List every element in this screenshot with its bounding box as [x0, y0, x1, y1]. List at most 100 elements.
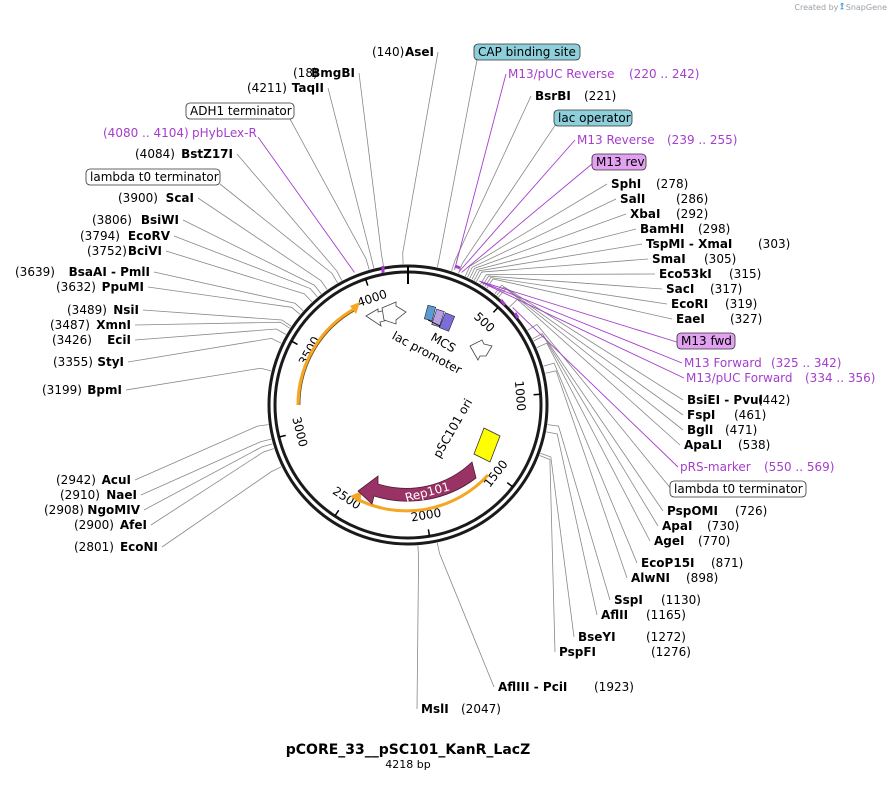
tick-mark [492, 306, 499, 313]
leader-line [358, 72, 384, 267]
site-position: (2942) [56, 473, 96, 487]
right-site: EcoRI (319) [671, 297, 757, 311]
leader-line [416, 545, 420, 710]
terminator-arc-arrowhead [350, 302, 360, 314]
site-name: TspMI - XmaI [646, 237, 732, 251]
site-position: (286) [676, 192, 708, 206]
primer-leader [257, 136, 355, 273]
site-name: SalI [620, 192, 645, 206]
site-position: (2900) [74, 518, 114, 532]
site-name: BsiWI [141, 213, 179, 227]
left-site: (4084)BstZ17I [135, 147, 233, 161]
site-name: ApaLI [684, 438, 722, 452]
primer-leader [454, 73, 507, 270]
primer-phyblex-r-name: pHybLex-R [192, 126, 257, 140]
leader-line [173, 235, 318, 298]
site-position: (140) [372, 45, 404, 59]
right-site: AflIII - PciI(1923) [498, 680, 634, 694]
site-name: BglI [687, 423, 713, 437]
left-site: (2908)NgoMIV [44, 503, 141, 517]
right-site: EaeI(327) [676, 312, 762, 326]
leader-line [496, 286, 684, 416]
leader-line [134, 328, 287, 341]
tick-mark [364, 278, 369, 286]
site-name: SmaI [652, 252, 686, 266]
right-site: PspFI(1276) [559, 645, 691, 659]
primer-prs-marker-name: pRS-marker [680, 460, 751, 474]
site-position: (305) [704, 252, 736, 266]
left-site: (3489)NsiI [67, 303, 139, 317]
site-position: (3632) [56, 280, 96, 294]
right-site: SspI(1130) [614, 593, 701, 607]
left-restriction-sites: (140)AseI(18)BmgBI(4211)TaqII(4084)BstZ1… [15, 45, 434, 554]
plasmid-name: pCORE_33__pSC101_KanR_LacZ [286, 742, 531, 758]
primer-leader [479, 280, 683, 364]
site-name: Eco53kI [659, 267, 712, 281]
tick-label: 500 [471, 309, 497, 335]
left-site: (3199)BpmI [42, 383, 122, 397]
leader-line [134, 321, 290, 329]
site-name: BstZ17I [181, 147, 233, 161]
terminator-arc-left [296, 306, 357, 406]
leader-line [161, 466, 282, 548]
leader-line [142, 309, 292, 327]
leader-line [543, 362, 638, 564]
left-site: (3632)PpuMI [56, 280, 144, 294]
primer-m13-reverse-name: M13 Reverse [577, 133, 655, 147]
leader-lines [125, 51, 684, 710]
leader-line [471, 228, 637, 280]
primer-leader-lines [257, 73, 685, 468]
site-position: (2801) [74, 540, 114, 554]
site-position: (4211) [247, 81, 287, 95]
right-site: ApaI(730) [662, 519, 739, 533]
leader-line [125, 367, 272, 391]
snapgene-logo-icon: ⟟ [840, 2, 844, 12]
tick-mark [291, 340, 298, 346]
leader-line [536, 342, 651, 542]
site-name: FspI [687, 408, 715, 422]
leader-line [153, 271, 304, 311]
site-name: EcoNI [120, 540, 158, 554]
right-restriction-sites: BsrBI(221)SphI(278)SalI(286)XbaI(292)Bam… [421, 89, 790, 716]
site-position: (3639) [15, 265, 55, 279]
tick-label: 1000 [512, 380, 528, 412]
credit-brand: SnapGene [845, 2, 887, 12]
site-position: (726) [735, 504, 767, 518]
leader-line [458, 123, 557, 274]
right-site: BsiEI - PvuI(442) [687, 393, 790, 407]
leader-line [140, 438, 272, 496]
site-position: (1165) [646, 608, 686, 622]
primer-m13-puc-reverse: M13/pUC Reverse (220 .. 242) [508, 67, 699, 81]
right-site: ApaLI(538) [684, 438, 770, 452]
site-name: BsrBI [535, 89, 571, 103]
site-position: (221) [584, 89, 616, 103]
leader-line [327, 87, 375, 269]
left-site: (3806)BsiWI [92, 213, 179, 227]
primer-m13-puc-reverse-range: (220 .. 242) [629, 67, 699, 81]
site-name: SphI [611, 177, 641, 191]
tick-mark [533, 393, 541, 396]
tick-mark [334, 509, 340, 517]
site-name: XmnI [96, 318, 131, 332]
leader-line [532, 333, 664, 512]
m13-fwd-box: M13 fwd [676, 332, 736, 350]
site-position: (1130) [661, 593, 701, 607]
primer-m13-reverse-range: (239 .. 255) [667, 133, 737, 147]
site-position: (3752) [87, 244, 127, 258]
site-name: EcoRI [671, 297, 708, 311]
leader-line [467, 198, 617, 278]
terminator-arrows [365, 301, 407, 327]
site-position: (461) [734, 408, 766, 422]
left-site: (4211) TaqII [247, 81, 324, 95]
primer-leader [512, 307, 679, 468]
site-position: (319) [725, 297, 757, 311]
site-position: (442) [758, 393, 790, 407]
site-name: BsiEI - PvuI [687, 393, 763, 407]
site-name: StyI [97, 355, 124, 369]
leader-line [547, 424, 611, 601]
site-name: AflIII - PciI [498, 680, 567, 694]
site-position: (278) [656, 177, 688, 191]
site-position: (18) [293, 66, 318, 80]
right-site: AflII(1165) [601, 608, 686, 622]
site-name: TaqII [292, 81, 324, 95]
